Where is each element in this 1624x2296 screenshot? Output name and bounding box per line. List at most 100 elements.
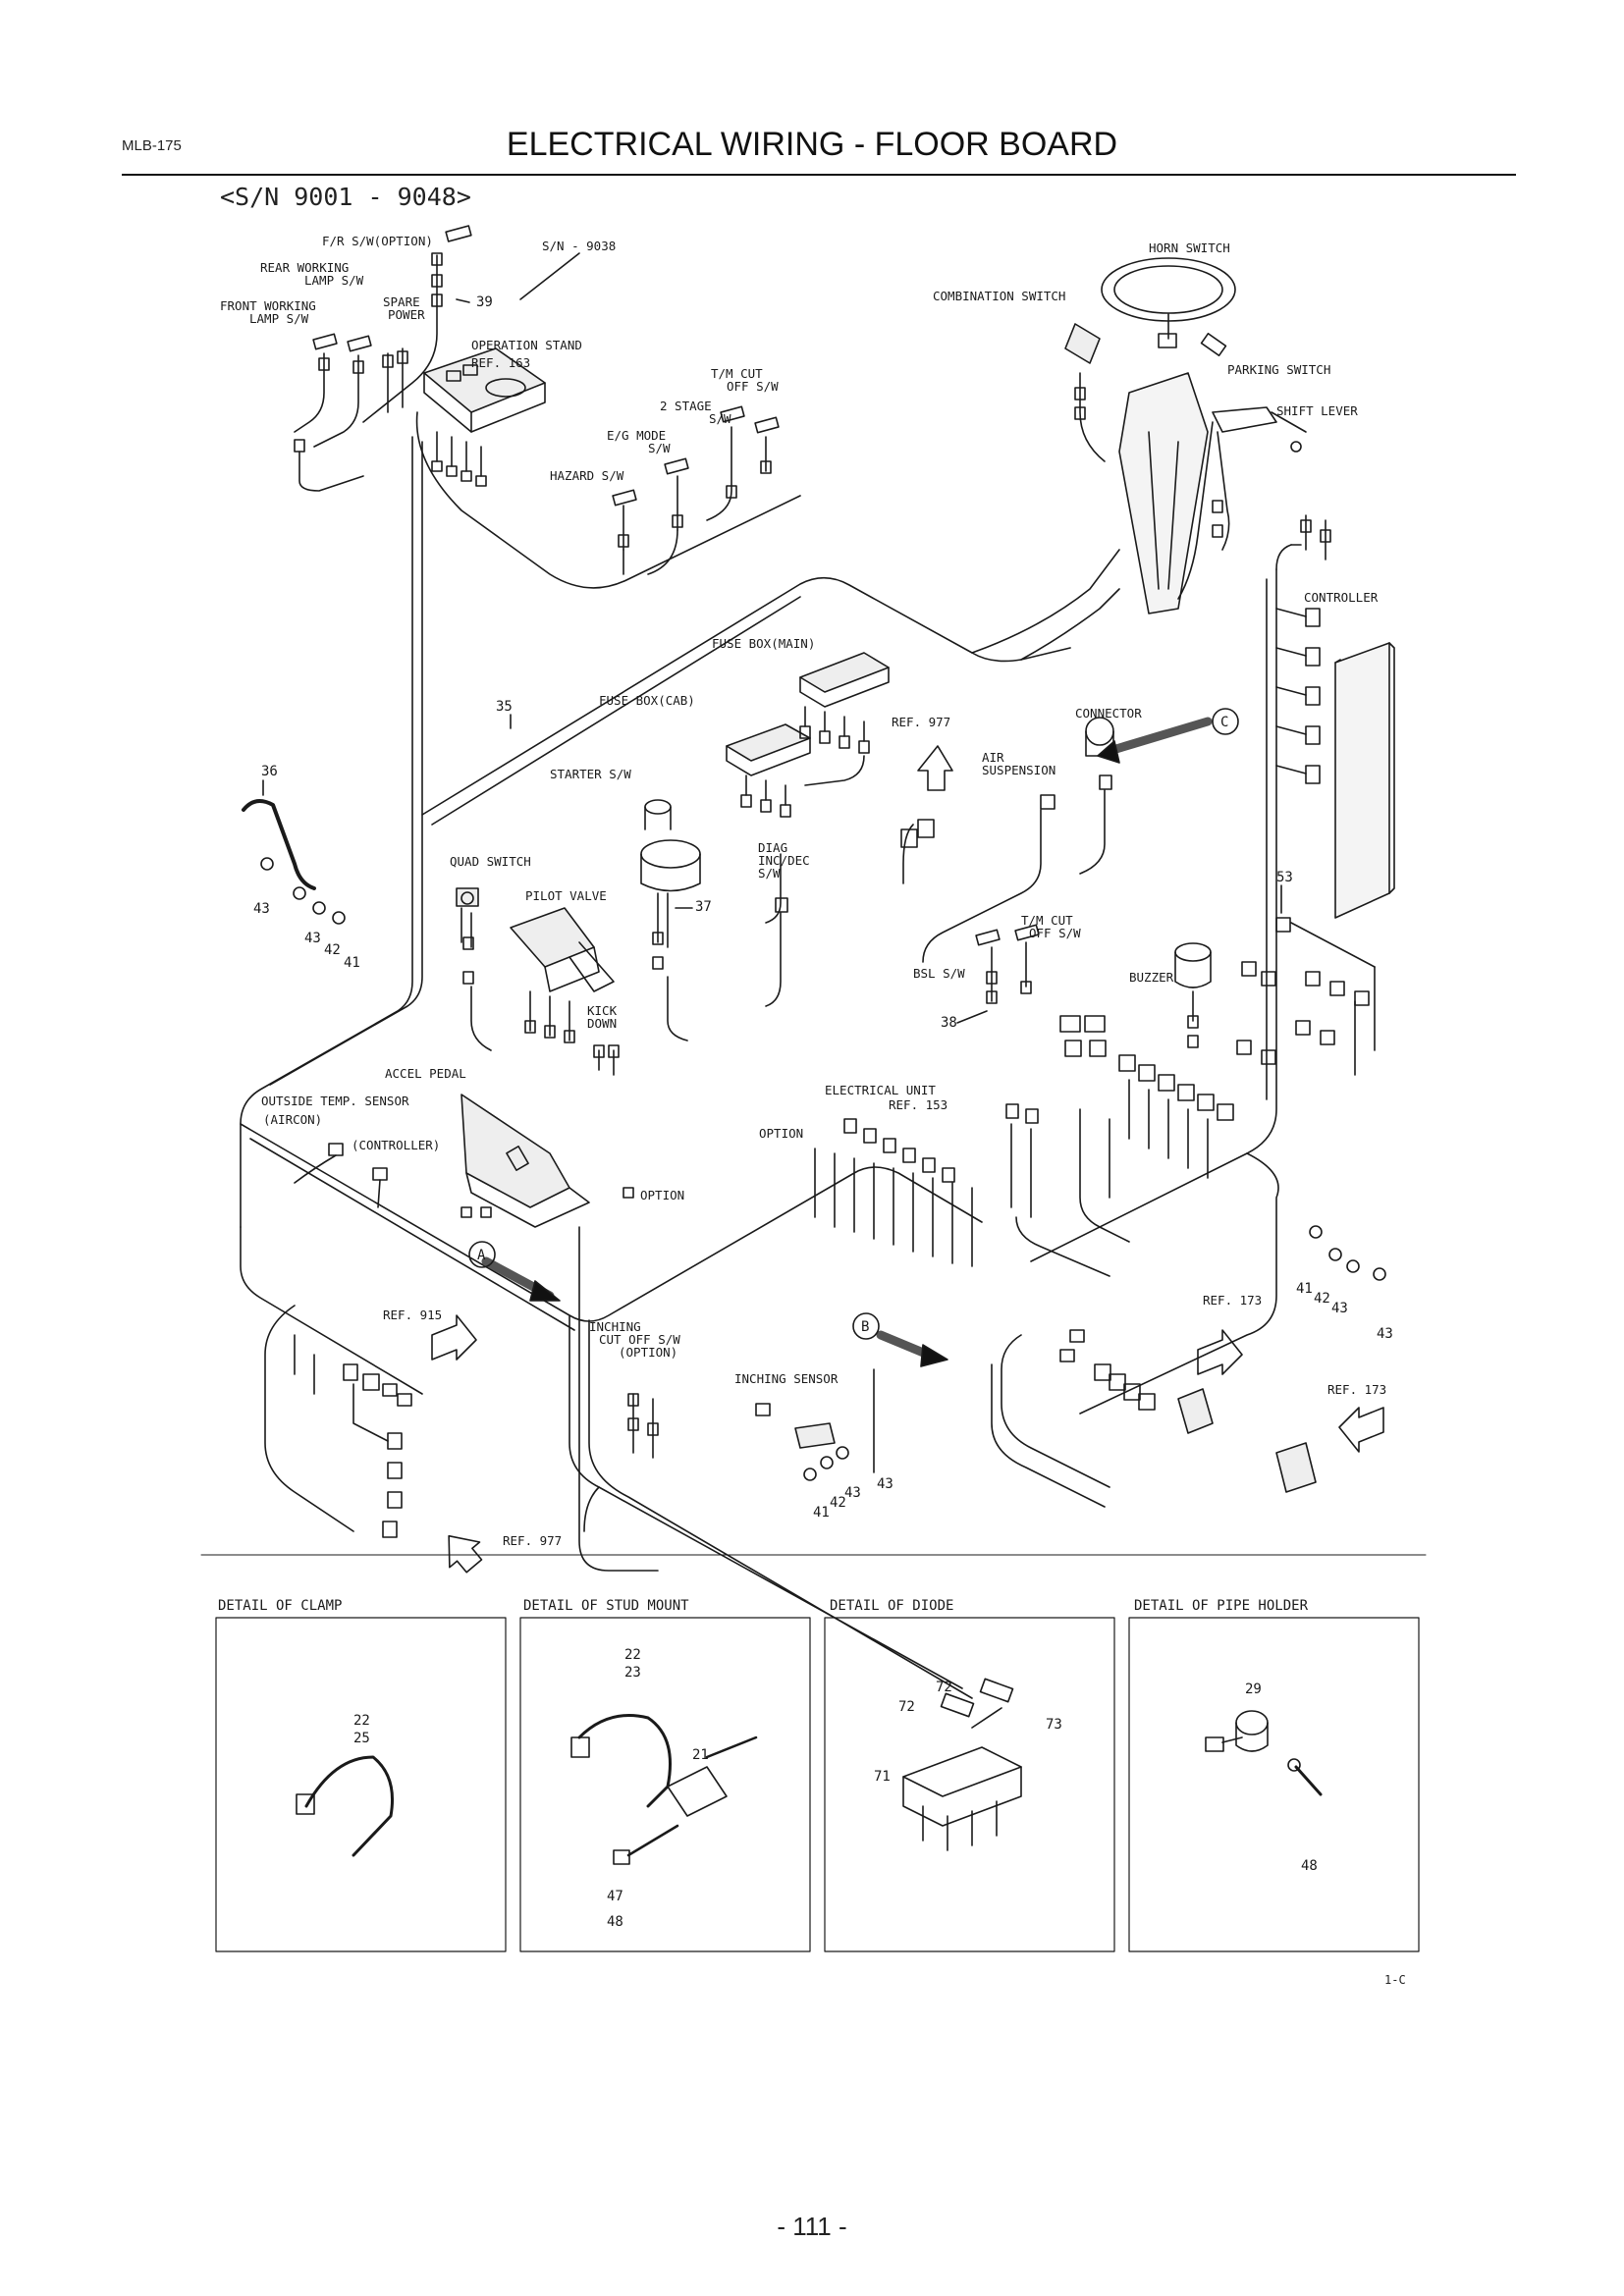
fuse-boxes (726, 652, 890, 818)
callout-39: 39 (476, 294, 493, 310)
view-marker-b: B (861, 1319, 869, 1335)
detail-clamp-num-2: 25 (353, 1731, 370, 1746)
label-two-stage-2: S/W (709, 411, 731, 426)
label-air-suspension-1: AIR (982, 750, 1004, 765)
header-rule (122, 174, 1516, 176)
label-rear-working-2: LAMP S/W (304, 273, 364, 288)
detail-stud-num-5: 48 (607, 1914, 623, 1930)
label-sn-9038: S/N - 9038 (542, 239, 616, 253)
label-ref-915: REF. 915 (383, 1308, 442, 1322)
detail-pipe-num-2: 48 (1301, 1858, 1318, 1874)
label-tm-cut2-1: T/M CUT (1021, 913, 1073, 928)
callout-41b: 41 (1296, 1281, 1313, 1297)
callout-37: 37 (695, 899, 712, 915)
label-bsl-sw: BSL S/W (913, 966, 965, 981)
label-accel-pedal: ACCEL PEDAL (385, 1066, 466, 1081)
callout-53: 53 (1276, 870, 1293, 885)
label-op-stand-2: REF. 163 (471, 355, 530, 370)
label-rear-working-1: REAR WORKING (260, 260, 349, 275)
callout-43a: 43 (253, 901, 270, 917)
detail-stud-num-1: 22 (624, 1647, 641, 1663)
view-marker-a: A (477, 1248, 486, 1263)
label-fuse-box-cab: FUSE BOX(CAB) (599, 693, 695, 708)
callout-43d: 43 (1377, 1326, 1393, 1342)
center-right-components (900, 717, 1114, 963)
label-ref-977-bottom: REF. 977 (503, 1533, 562, 1548)
page-number: - 111 - (777, 2212, 847, 2241)
label-option-1: OPTION (759, 1126, 803, 1141)
label-spare-power-1: SPARE (383, 294, 420, 309)
main-harness (240, 411, 1292, 1699)
detail-title-stud-mount: DETAIL OF STUD MOUNT (523, 1598, 689, 1614)
callout-42b: 42 (1314, 1291, 1330, 1307)
detail-diode-num-3: 73 (1046, 1717, 1062, 1733)
detail-diode-num-2: 72 (898, 1699, 915, 1715)
ref-arrows (431, 1314, 1384, 1574)
detail-stud-num-2: 23 (624, 1665, 641, 1681)
label-tm-cut2-2: OFF S/W (1029, 926, 1081, 940)
inching-components (627, 1368, 875, 1481)
callout-36: 36 (261, 764, 278, 779)
detail-stud-num-3: 21 (692, 1747, 709, 1763)
label-fr-switch: F/R S/W(OPTION) (322, 234, 433, 248)
label-kick-1: KICK (587, 1003, 618, 1018)
label-option-2: OPTION (640, 1188, 684, 1202)
label-diag-1: DIAG (758, 840, 787, 855)
label-eg-mode-2: S/W (648, 441, 671, 455)
label-shift-lever: SHIFT LEVER (1276, 403, 1358, 418)
label-front-working-1: FRONT WORKING (220, 298, 316, 313)
detail-stud-num-4: 47 (607, 1889, 623, 1904)
stand-switches (612, 405, 780, 575)
detail-title-clamp: DETAIL OF CLAMP (218, 1598, 342, 1614)
label-air-suspension-2: SUSPENSION (982, 763, 1056, 777)
callout-43c: 43 (1331, 1301, 1348, 1316)
diag-switch (765, 853, 788, 1007)
label-inching-sensor: INCHING SENSOR (734, 1371, 839, 1386)
label-eg-mode-1: E/G MODE (607, 428, 666, 443)
label-inching-2: CUT OFF S/W (599, 1332, 680, 1347)
detail-clamp-num-1: 22 (353, 1713, 370, 1729)
label-horn-switch: HORN SWITCH (1149, 240, 1230, 255)
top-left-switches (294, 225, 472, 492)
callout-41a: 41 (344, 955, 360, 971)
label-front-working-2: LAMP S/W (249, 311, 309, 326)
detail-pipe-num-1: 29 (1245, 1682, 1262, 1697)
callout-35: 35 (496, 699, 513, 715)
label-ref-173-b: REF. 173 (1327, 1382, 1386, 1397)
view-markers (468, 708, 1239, 1367)
leader-lines (262, 252, 1282, 1024)
callout-43b: 43 (304, 931, 321, 946)
label-controller-paren: (CONTROLLER) (352, 1138, 440, 1152)
label-fuse-box-main: FUSE BOX(MAIN) (712, 636, 815, 651)
label-ref-173-a: REF. 173 (1203, 1293, 1262, 1308)
controller-unit (1275, 514, 1395, 919)
callout-43f: 43 (877, 1476, 893, 1492)
label-spare-power-2: POWER (388, 307, 425, 322)
diagram-labels: F/R S/W(OPTION) REAR WORKING LAMP S/W FR… (220, 234, 1393, 1548)
label-diag-3: S/W (758, 866, 781, 881)
label-elec-unit-2: REF. 153 (889, 1097, 947, 1112)
page-title: ELECTRICAL WIRING - FLOOR BOARD (506, 126, 1118, 163)
label-outside-temp: OUTSIDE TEMP. SENSOR (261, 1094, 409, 1108)
detail-diode-num-4: 71 (874, 1769, 891, 1785)
callout-42a: 42 (324, 942, 341, 958)
lower-right-components (1059, 1225, 1386, 1493)
serial-range: <S/N 9001 - 9048> (220, 183, 471, 211)
left-center-components (456, 799, 701, 1076)
electrical-unit (814, 1015, 1234, 1277)
clamp-36 (242, 799, 346, 925)
label-connector: CONNECTOR (1075, 706, 1142, 721)
label-buzzer: BUZZER (1129, 970, 1174, 985)
label-inching-3: (OPTION) (619, 1345, 677, 1360)
detail-title-diode: DETAIL OF DIODE (830, 1598, 953, 1614)
detail-boxes (215, 1617, 1420, 1952)
label-inching-1: INCHING (589, 1319, 641, 1334)
detail-diode-num-1: 72 (936, 1680, 952, 1695)
label-aircon: (AIRCON) (263, 1112, 322, 1127)
label-two-stage-1: 2 STAGE (660, 399, 712, 413)
label-parking-switch: PARKING SWITCH (1227, 362, 1330, 377)
label-ref-977-top: REF. 977 (892, 715, 950, 729)
view-marker-c: C (1220, 715, 1228, 730)
detail-title-pipe-holder: DETAIL OF PIPE HOLDER (1134, 1598, 1309, 1614)
